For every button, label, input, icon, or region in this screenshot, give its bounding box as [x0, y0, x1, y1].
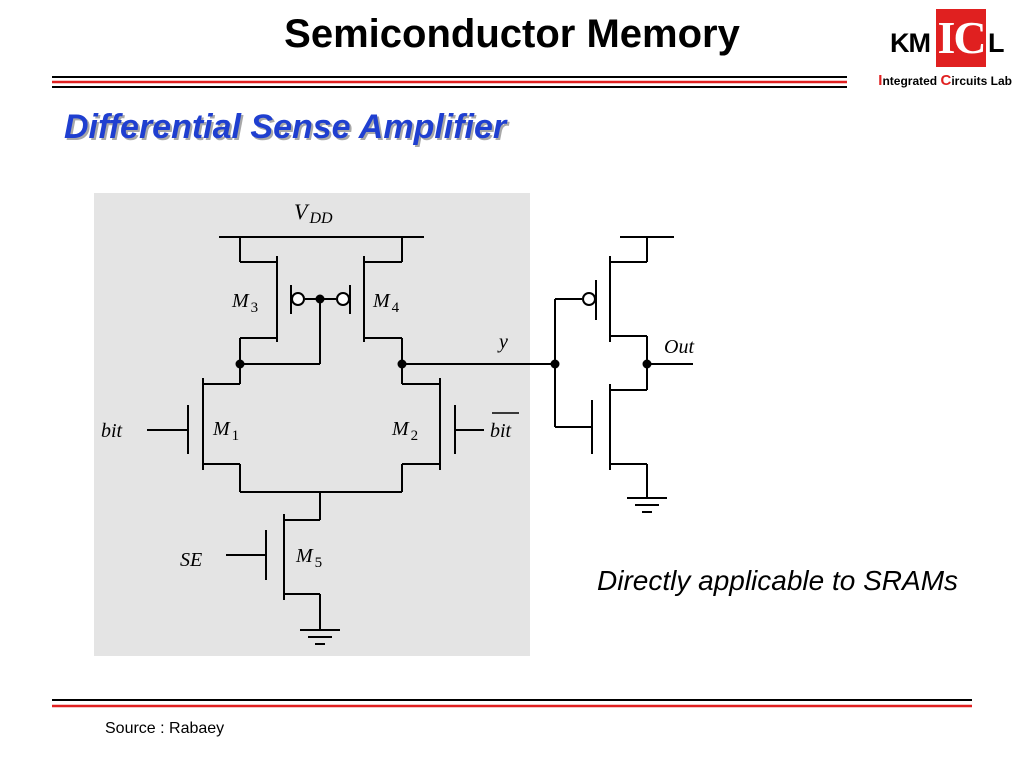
bit-bar-label: bit [490, 420, 512, 442]
gate-bubbles [291, 292, 596, 306]
circuit-panel [94, 193, 530, 656]
kmicl-logo: KM IC L Integrated Circuits Lab [852, 8, 1012, 90]
se-label: SE [180, 549, 202, 571]
logo-ic-box: IC [936, 9, 987, 67]
junction-dots [235, 294, 652, 369]
logo-km-text: KM [890, 28, 931, 58]
node-y-label: y [497, 331, 508, 353]
caption-text: Directly applicable to SRAMs [597, 565, 959, 596]
logo-l-text: L [988, 28, 1005, 58]
slide-subtitle: Differential Sense Amplifier [64, 108, 507, 146]
slide-title: Semiconductor Memory [284, 12, 740, 56]
header-rule [52, 76, 847, 88]
logo-subtitle: Integrated Circuits Lab [878, 72, 1012, 89]
out-label: Out [664, 336, 694, 358]
bit-label: bit [101, 420, 123, 442]
footer-rule [52, 699, 972, 708]
source-text: Source : Rabaey [105, 720, 225, 737]
